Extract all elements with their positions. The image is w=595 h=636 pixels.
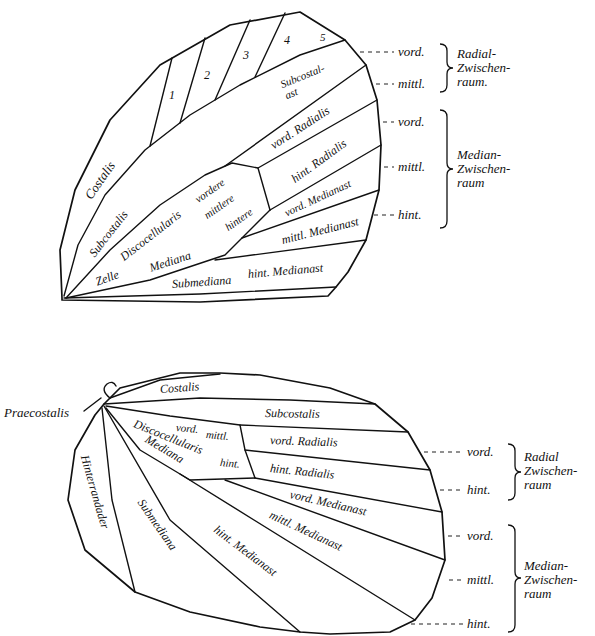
vein-label: hint. Radialis: [269, 462, 335, 482]
subcostal-branch: [215, 20, 250, 100]
radial-vein: [240, 425, 408, 432]
leader-line: [376, 83, 394, 84]
vein-label: Costalis: [160, 380, 200, 396]
hindwing-outline: [68, 373, 445, 634]
interspace-label: vord.: [467, 445, 494, 459]
curly-brace: [508, 444, 521, 500]
leader-line: [449, 579, 464, 580]
interspace-label: hint.: [398, 208, 421, 222]
vein-label: hint.: [219, 456, 240, 470]
vein-label: hint. Medianast: [247, 261, 323, 281]
interspace-label: Radial- Zwischen- raum.: [457, 47, 510, 90]
forewing-outline: [60, 12, 381, 302]
median-branch: [225, 480, 445, 560]
leader-line: [383, 121, 394, 122]
interspace-label: Median- Zwischen- raum: [524, 559, 577, 602]
vein-label: Submediana: [172, 273, 232, 290]
branch-number: 3: [243, 49, 249, 62]
leader-line: [440, 489, 464, 490]
interspace-label: vord.: [398, 45, 425, 59]
interspace-label: mittl.: [398, 160, 425, 174]
subcostal-branch: [180, 38, 205, 123]
leader-line: [448, 535, 464, 536]
cell-upper-vein: [106, 406, 255, 478]
interspace-label: hint.: [467, 617, 490, 631]
subcostal-vein: [104, 398, 375, 404]
leader-line: [374, 214, 394, 215]
vein-label: mittl. Medianast: [267, 508, 344, 553]
interspace-label: vord.: [398, 115, 425, 129]
subcostal-branch: [150, 58, 172, 146]
vein-label: hintere: [223, 205, 255, 233]
interspace-label: mittl.: [467, 573, 494, 587]
vein-label: Submediana: [135, 496, 180, 552]
costal-vein: [110, 374, 220, 398]
vein-label: Subcostalis: [265, 407, 320, 421]
median-vein: [106, 408, 255, 480]
vein-label: hint. Medianast: [211, 523, 279, 579]
vein-label: Mediana: [148, 249, 193, 275]
vein-label: Zelle: [94, 268, 121, 289]
branch-number: 5: [320, 31, 326, 43]
vein-label: vord. Medianast: [289, 488, 368, 518]
leader-line: [424, 451, 464, 452]
curly-brace: [440, 44, 453, 92]
inner-margin-vein: [102, 408, 135, 592]
vein-label: hint. Radialis: [289, 137, 349, 186]
median-branch: [180, 474, 415, 620]
interspace-label: hint.: [467, 483, 490, 497]
vein-label: mittl.: [205, 428, 229, 442]
vein-label: vord. Radialis: [270, 434, 338, 450]
branch-number: 1: [169, 89, 175, 102]
vein-label: vord. Medianast: [282, 177, 352, 218]
leader-line: [84, 398, 101, 411]
interspace-label: vord.: [467, 529, 494, 543]
leader-line: [360, 51, 394, 52]
vein-label: vord. Radialis: [268, 104, 332, 152]
curly-brace: [440, 110, 453, 228]
interspace-label: mittl.: [398, 77, 425, 91]
curly-brace: [508, 525, 521, 632]
interspace-label: Radial Zwischen- raum: [524, 450, 577, 493]
vein-label: Costalis: [82, 159, 118, 202]
subcostal-branch: [255, 13, 285, 77]
vein-label: vord.: [175, 421, 198, 435]
branch-number: 4: [284, 34, 290, 47]
leader-line: [384, 166, 394, 167]
vein-label: Hinterrandader: [78, 453, 112, 530]
hindwing: [68, 373, 521, 634]
interspace-label: Median- Zwischen- raum: [457, 148, 510, 191]
vein-label: Praecostalis: [4, 406, 69, 420]
vein-label: Subcostal- ast: [278, 61, 330, 101]
forewing: [60, 12, 453, 302]
praecostal-vein: [104, 382, 116, 398]
leader-line: [411, 623, 464, 624]
vein-label: mittl. Medianast: [280, 215, 360, 247]
branch-number: 2: [204, 69, 210, 82]
